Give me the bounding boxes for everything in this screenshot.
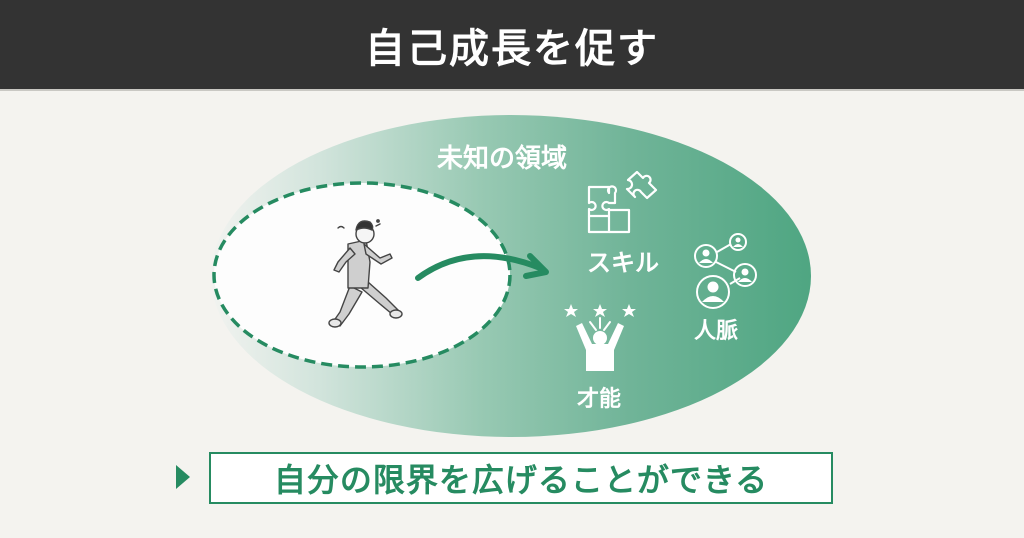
network-icon	[694, 233, 757, 309]
network-label: 人脈	[694, 319, 739, 344]
header-bar: 自己成長を促す	[0, 0, 1024, 89]
talent-label: 才能	[577, 387, 622, 412]
puzzle-icon	[587, 170, 658, 234]
header-divider	[0, 89, 1024, 91]
unknown-region-label: 未知の領域	[437, 144, 568, 174]
conclusion-text: 自分の限界を広げることができる	[273, 461, 769, 499]
page-title: 自己成長を促す	[365, 25, 659, 72]
curved-arrow-icon	[415, 253, 549, 281]
triangle-right-icon	[176, 465, 190, 489]
walking-person-icon	[328, 219, 403, 328]
talent-stars-icon	[564, 304, 636, 371]
conclusion-box: 自分の限界を広げることができる	[209, 452, 833, 504]
skill-label: スキル	[587, 249, 659, 277]
